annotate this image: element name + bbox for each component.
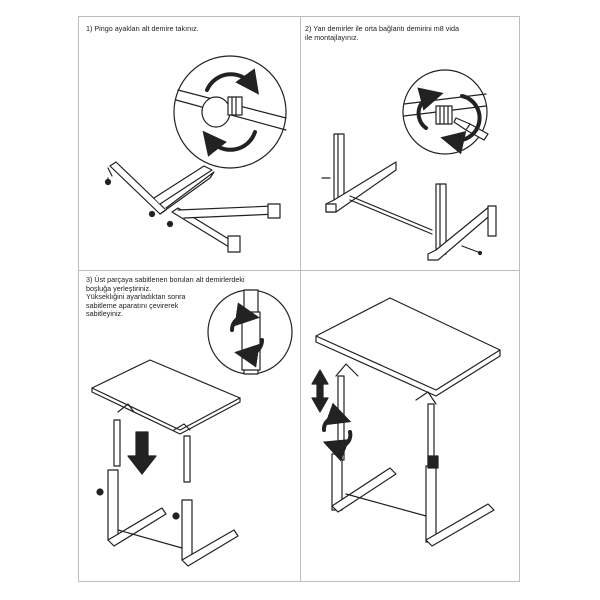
step-1-text: 1) Pingo ayakları alt demire takınız.	[86, 24, 199, 33]
foot-cap	[201, 96, 231, 128]
step-3-illustration	[91, 289, 293, 567]
step-1-illustration	[104, 55, 287, 253]
screwdriver-icon	[453, 117, 489, 141]
up-down-arrow-icon	[311, 369, 329, 413]
base-leg-right	[181, 499, 193, 561]
rotate-arrows-icon	[416, 87, 482, 155]
step-2-text: 2) Yan demirler ile orta bağlantı demiri…	[305, 24, 459, 42]
rotate-arrows-icon	[202, 68, 260, 157]
panel-divider-vertical	[300, 16, 301, 582]
leg-frame-left	[104, 161, 215, 218]
step-3-text: 3) Üst parçaya sabitlenen boruları alt d…	[86, 275, 245, 319]
down-arrow-icon	[127, 431, 157, 475]
base-leg-left	[107, 469, 119, 541]
step-2-illustration	[321, 69, 497, 261]
side-frame-right	[427, 183, 497, 261]
step-4-illustration	[311, 297, 501, 547]
leg-frame-right	[166, 203, 281, 253]
panel-divider-horizontal	[78, 270, 520, 271]
side-frame-left	[321, 133, 397, 213]
rotate-arrows-icon	[229, 302, 265, 368]
rotate-arrows-icon	[322, 402, 353, 462]
